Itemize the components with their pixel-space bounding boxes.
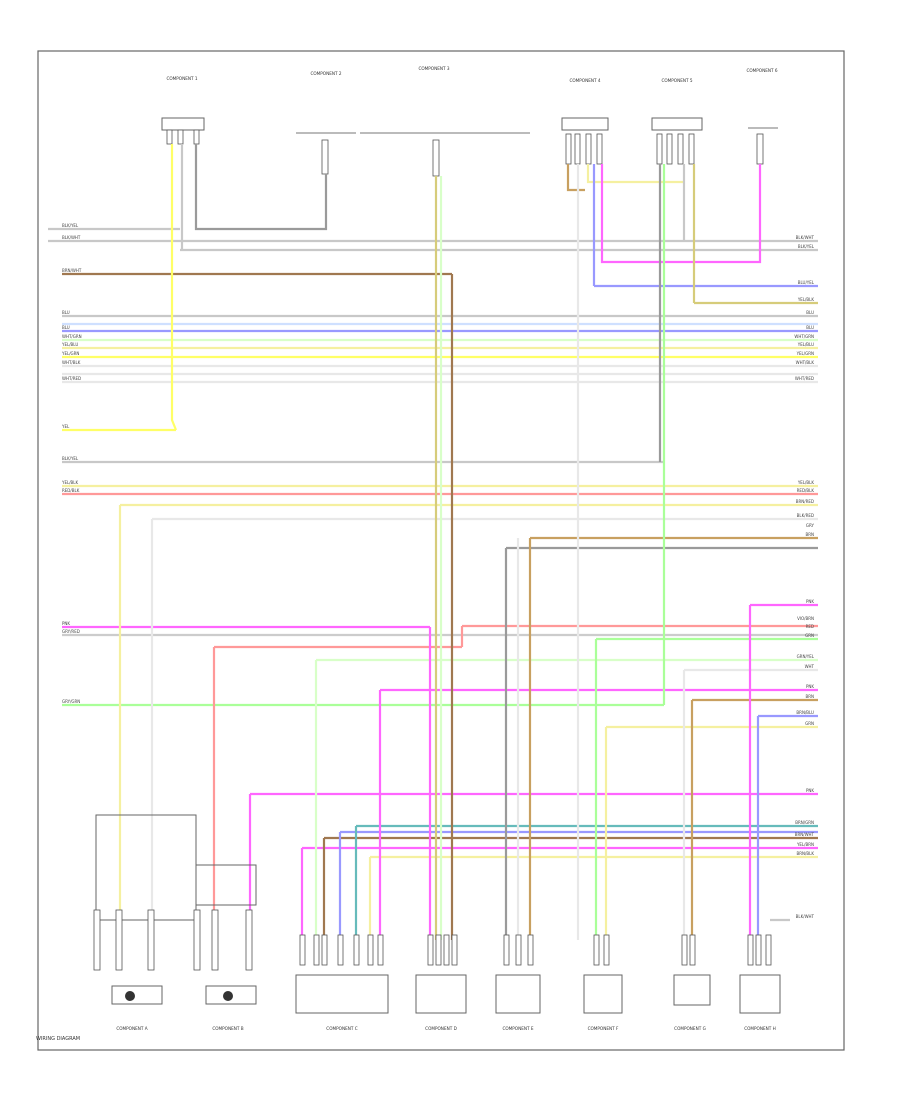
- wire-code: WHT/GRN: [794, 334, 814, 339]
- wire-code: YEL/BRN: [796, 842, 814, 847]
- horizontal-wires: [48, 227, 818, 859]
- component-label: COMPONENT 2: [310, 71, 341, 76]
- wire-code: BLU: [806, 325, 814, 330]
- wire-code: YEL/BLK: [797, 480, 815, 485]
- component-label: COMPONENT 5: [661, 78, 692, 83]
- wire-code: GRY/RED: [62, 629, 80, 634]
- wire-code: RED/BLK: [62, 488, 80, 493]
- wire-code: WHT/GRN: [62, 334, 82, 339]
- top-connector-5: COMPONENT 5: [651, 78, 703, 165]
- wire-code: BRN/RED: [796, 499, 814, 504]
- top-connector-3: COMPONENT 3: [360, 66, 530, 177]
- top-connector-1: COMPONENT 1: [161, 76, 205, 145]
- wire-code: BLK/RED: [797, 513, 814, 518]
- vertical-wires: [118, 144, 790, 940]
- wire-code: BLK/WHT: [796, 235, 815, 240]
- wire-code: YEL/BLU: [61, 342, 78, 347]
- wire: [170, 144, 178, 431]
- wire-code: WHT/RED: [795, 376, 814, 381]
- left-row-labels: BLK/YEL BLK/WHT BRN/WHT BLU BLU WHT/GRN …: [61, 223, 82, 704]
- sensor-b: COMPONENT B: [193, 864, 257, 1031]
- wire-code: BRN/BLU: [796, 710, 814, 715]
- diagram-frame: [37, 50, 845, 1051]
- component-label: COMPONENT E: [502, 1026, 533, 1031]
- wire: [586, 164, 684, 184]
- wire-code: GRY/GRN: [62, 699, 80, 704]
- sensor-h: COMPONENT H: [739, 934, 781, 1031]
- sensor-a: COMPONENT A: [93, 814, 197, 1031]
- wire: [600, 164, 762, 264]
- wire-code: RED/BLK: [797, 488, 815, 493]
- wire-code: WHT/BLK: [62, 360, 81, 365]
- sensor-g: COMPONENT G: [673, 934, 711, 1031]
- wire-code: YEL/BLU: [797, 342, 814, 347]
- wire-code: PNK: [806, 684, 814, 689]
- wire-code: GRY: [806, 523, 815, 528]
- wire-code: YEL/BLK: [61, 480, 79, 485]
- wire-code: BLK/YEL: [62, 223, 79, 228]
- wire-code: YEL/BLK: [797, 297, 815, 302]
- module-c: COMPONENT C: [295, 934, 389, 1031]
- wire-code: BRN: [805, 532, 814, 537]
- component-label: COMPONENT A: [116, 1026, 147, 1031]
- component-label: COMPONENT 6: [746, 68, 777, 73]
- sensor-e: COMPONENT E: [495, 934, 541, 1031]
- wire-code: BLU: [62, 310, 70, 315]
- component-label: COMPONENT F: [588, 1026, 619, 1031]
- top-connector-6: COMPONENT 6: [746, 68, 778, 165]
- wire-code: BRN/BLK: [797, 851, 815, 856]
- wire-code: BRN: [805, 694, 814, 699]
- component-label: COMPONENT C: [326, 1026, 357, 1031]
- wire: [566, 164, 585, 192]
- wire-code: WHT/BLK: [796, 360, 815, 365]
- component-label: COMPONENT 3: [418, 66, 449, 71]
- wire-code: BLK/YEL: [62, 456, 79, 461]
- component-label: COMPONENT H: [744, 1026, 776, 1031]
- wire-code: BLU: [806, 310, 814, 315]
- wire-code: BRN/WHT: [795, 832, 815, 837]
- wire-code: YEL: [61, 424, 70, 429]
- wire-code: GRN: [805, 633, 814, 638]
- wire-code: GRN: [805, 721, 814, 726]
- top-connector-2: COMPONENT 2: [296, 71, 356, 175]
- wire-code: PNK: [806, 788, 814, 793]
- unit-d: COMPONENT D: [415, 934, 467, 1031]
- sensor-f: COMPONENT F: [583, 934, 623, 1031]
- wire-code: RED: [806, 624, 814, 629]
- wire-code: BLK/WHT: [796, 914, 815, 919]
- component-label: COMPONENT 4: [569, 78, 600, 83]
- wire-code: BRN/GRN: [795, 820, 814, 825]
- wire-code: BRN/WHT: [62, 268, 82, 273]
- wire-code: BLK/WHT: [62, 235, 81, 240]
- wire-code: BLK/YEL: [798, 244, 815, 249]
- wire-code: YEL/GRN: [61, 351, 79, 356]
- component-label: COMPONENT G: [674, 1026, 706, 1031]
- diagram-reference: WIRING DIAGRAM: [36, 1036, 81, 1042]
- component-label: COMPONENT 1: [166, 76, 197, 81]
- wire-code: WHT: [805, 664, 815, 669]
- wire-code: PNK: [806, 599, 814, 604]
- wire-code: BLU: [62, 325, 70, 330]
- wire-code: BLU/YEL: [798, 280, 815, 285]
- top-connector-4: COMPONENT 4: [561, 78, 609, 165]
- component-label: COMPONENT B: [212, 1026, 243, 1031]
- wire: [194, 144, 328, 231]
- wire-code: WHT/RED: [62, 376, 81, 381]
- wire-code: YEL/GRN: [796, 351, 814, 356]
- right-row-labels: BLK/WHT BLK/YEL BLU/YEL YEL/BLK BLU BLU …: [794, 235, 814, 919]
- wire-code: PNK: [62, 621, 70, 626]
- wire-code: VIO/BRN: [797, 616, 814, 621]
- wire-code: GRN/YEL: [797, 654, 815, 659]
- component-label: COMPONENT D: [425, 1026, 457, 1031]
